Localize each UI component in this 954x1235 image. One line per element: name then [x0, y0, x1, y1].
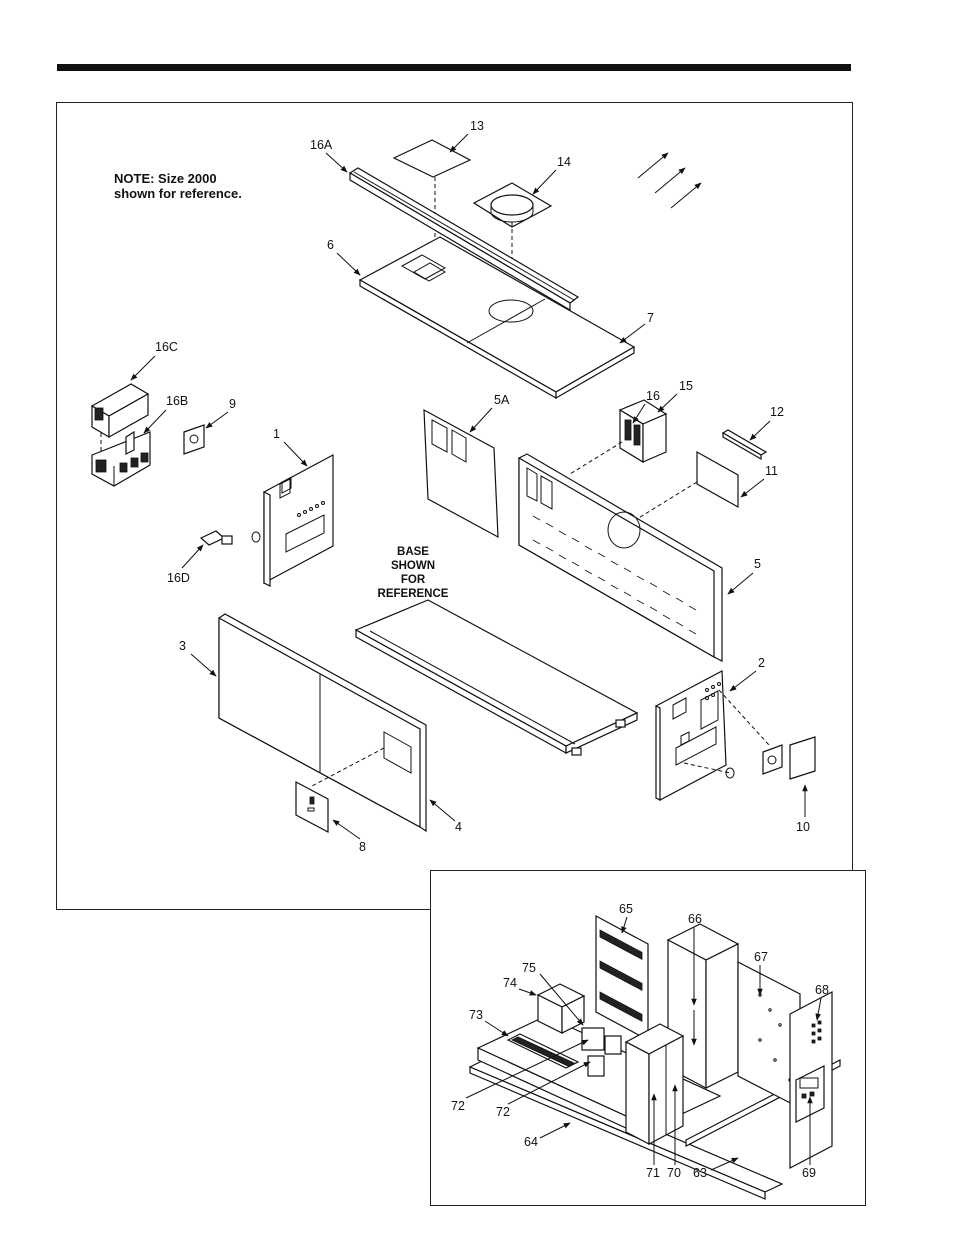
callout-72a: 72 [451, 1099, 465, 1113]
part-65-terminal-panel [596, 916, 648, 1040]
callout-71: 71 [646, 1166, 660, 1180]
callout-66: 66 [688, 912, 702, 926]
callout-74: 74 [503, 976, 517, 990]
callout-70: 70 [667, 1166, 681, 1180]
callout-73: 73 [469, 1008, 483, 1022]
callout-75: 75 [522, 961, 536, 975]
callout-65: 65 [619, 902, 633, 916]
callout-68: 68 [815, 983, 829, 997]
callout-69: 69 [802, 1166, 816, 1180]
callout-72b: 72 [496, 1105, 510, 1119]
callout-64: 64 [524, 1135, 538, 1149]
callout-63: 63 [693, 1166, 707, 1180]
callout-67: 67 [754, 950, 768, 964]
